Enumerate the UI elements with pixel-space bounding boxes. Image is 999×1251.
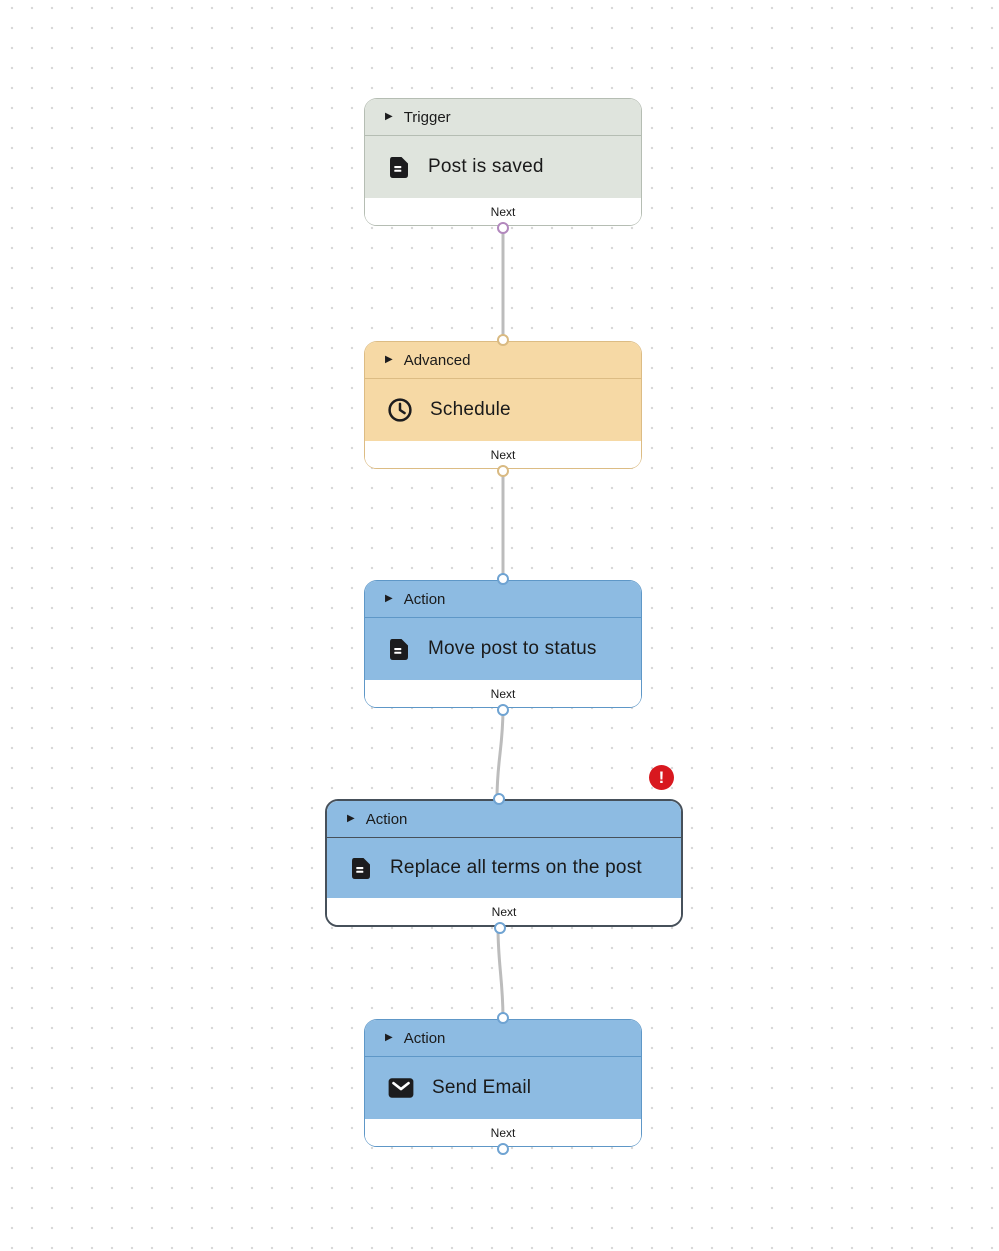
node-category-label: Advanced bbox=[403, 351, 471, 369]
node-footer: Next bbox=[327, 898, 681, 925]
next-label: Next bbox=[490, 686, 516, 701]
workflow-node-schedule[interactable]: ▶ Advanced Schedule Next bbox=[364, 333, 642, 477]
node-card: ▶ Action Send Email Next bbox=[365, 1020, 641, 1146]
workflow-node-send-email[interactable]: ▶ Action Send Email Next bbox=[364, 1011, 642, 1155]
mail-icon bbox=[387, 1076, 415, 1100]
input-port[interactable] bbox=[497, 572, 509, 585]
collapse-triangle-icon[interactable]: ▶ bbox=[385, 354, 393, 365]
output-port[interactable] bbox=[497, 221, 509, 234]
node-header[interactable]: ▶ Action bbox=[327, 801, 681, 838]
input-port[interactable] bbox=[497, 333, 509, 346]
collapse-triangle-icon[interactable]: ▶ bbox=[347, 813, 355, 824]
node-header[interactable]: ▶ Advanced bbox=[365, 342, 641, 379]
node-category-label: Action bbox=[403, 1029, 446, 1047]
collapse-triangle-icon[interactable]: ▶ bbox=[385, 593, 393, 604]
workflow-node-replace-terms[interactable]: ! ▶ Action Replace all terms on the post… bbox=[325, 765, 683, 934]
node-title: Replace all terms on the post bbox=[390, 857, 642, 878]
node-footer: Next bbox=[365, 198, 641, 225]
next-label: Next bbox=[490, 1125, 516, 1140]
node-footer: Next bbox=[365, 1119, 641, 1146]
error-exclamation: ! bbox=[658, 767, 665, 787]
next-label: Next bbox=[491, 904, 517, 919]
output-port[interactable] bbox=[497, 464, 509, 477]
next-label: Next bbox=[490, 204, 516, 219]
node-body[interactable]: Send Email bbox=[365, 1057, 641, 1119]
document-icon bbox=[349, 856, 373, 881]
input-port[interactable] bbox=[493, 792, 505, 805]
input-port[interactable] bbox=[497, 1011, 509, 1024]
node-footer: Next bbox=[365, 441, 641, 468]
output-port[interactable] bbox=[497, 1142, 509, 1155]
connector bbox=[495, 706, 505, 801]
node-category-label: Action bbox=[365, 810, 408, 828]
node-header[interactable]: ▶ Trigger bbox=[365, 99, 641, 136]
output-port[interactable] bbox=[494, 921, 506, 934]
next-label: Next bbox=[490, 447, 516, 462]
document-icon bbox=[387, 637, 411, 662]
node-header[interactable]: ▶ Action bbox=[365, 1020, 641, 1057]
node-footer: Next bbox=[365, 680, 641, 707]
node-category-label: Trigger bbox=[403, 108, 451, 126]
node-card: ▶ Action Move post to status Next bbox=[365, 581, 641, 707]
document-icon bbox=[387, 155, 411, 180]
workflow-node-move-post[interactable]: ▶ Action Move post to status Next bbox=[364, 572, 642, 716]
node-card: ▶ Advanced Schedule Next bbox=[365, 342, 641, 468]
workflow-node-trigger[interactable]: ▶ Trigger Post is saved Next bbox=[364, 98, 642, 234]
node-title: Move post to status bbox=[428, 638, 597, 659]
connector bbox=[496, 925, 505, 1021]
node-title: Schedule bbox=[430, 399, 511, 420]
output-port[interactable] bbox=[497, 703, 509, 716]
error-badge: ! bbox=[649, 765, 674, 790]
collapse-triangle-icon[interactable]: ▶ bbox=[385, 1032, 393, 1043]
node-body[interactable]: Replace all terms on the post bbox=[327, 838, 681, 898]
node-title: Post is saved bbox=[428, 156, 544, 177]
node-card: ▶ Trigger Post is saved Next bbox=[365, 99, 641, 225]
collapse-triangle-icon[interactable]: ▶ bbox=[385, 111, 393, 122]
node-header[interactable]: ▶ Action bbox=[365, 581, 641, 618]
node-card: ▶ Action Replace all terms on the post N… bbox=[327, 801, 681, 925]
node-body[interactable]: Schedule bbox=[365, 379, 641, 441]
clock-icon bbox=[387, 397, 413, 423]
node-title: Send Email bbox=[432, 1077, 532, 1098]
node-body[interactable]: Move post to status bbox=[365, 618, 641, 680]
node-body[interactable]: Post is saved bbox=[365, 136, 641, 198]
node-category-label: Action bbox=[403, 590, 446, 608]
